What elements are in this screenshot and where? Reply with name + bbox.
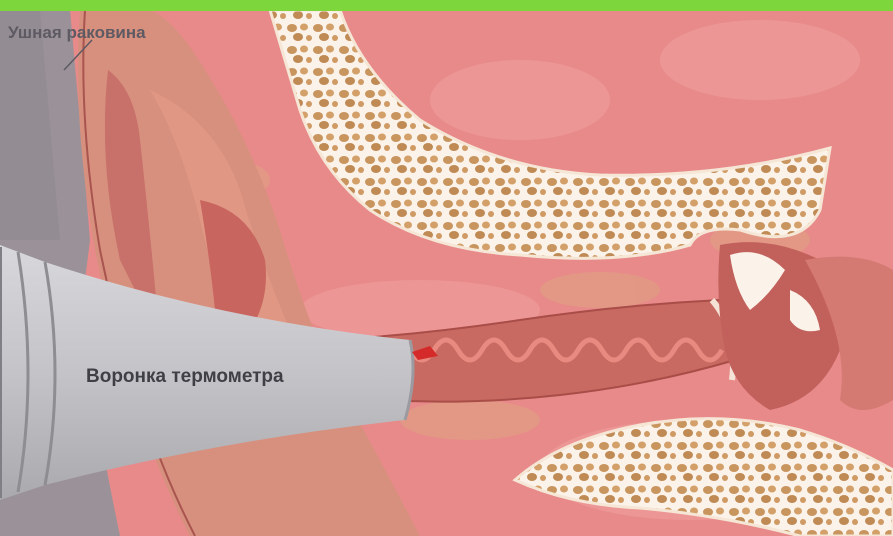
thermometer-funnel-label: Воронка термометра — [86, 366, 284, 388]
auricle-label: Ушная раковина — [8, 23, 146, 43]
